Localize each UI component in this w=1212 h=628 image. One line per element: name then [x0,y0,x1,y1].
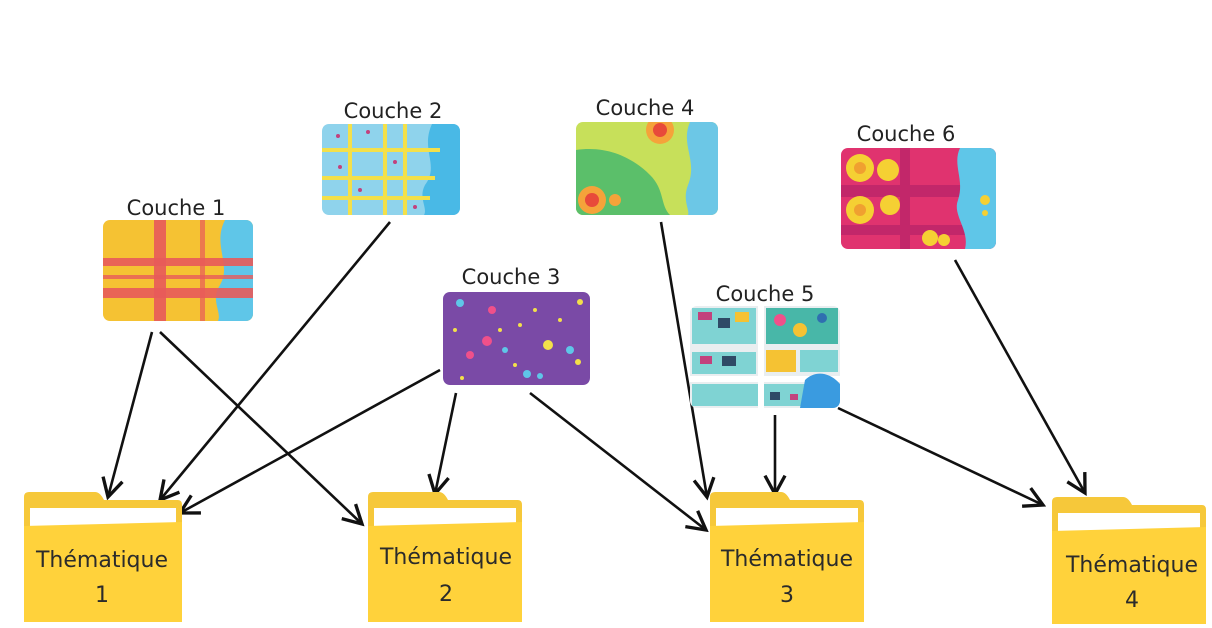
folder-number: 4 [1125,588,1139,613]
layer-couche-1: Couche 1 [103,196,253,321]
layer-label: Couche 3 [462,265,561,289]
link-couche6-thematique4 [953,259,1085,493]
link-couche1-thematique2 [159,331,362,524]
folder-icon [1052,497,1206,624]
layer-label: Couche 4 [596,96,695,120]
folder-title: Thématique [1065,553,1198,578]
folder-number: 3 [780,583,794,608]
folder-icon [710,492,864,622]
link-couche3-thematique1 [180,368,441,513]
link-couche3-thematique3 [529,391,706,530]
road-map-icon [103,220,253,321]
folder-title: Thématique [720,547,853,572]
layer-couche-3: Couche 3 [443,265,590,385]
folder-title: Thématique [35,548,168,573]
link-couche2-thematique1 [160,221,392,500]
layer-couche-6: Couche 6 [841,122,996,249]
layer-couche-4: Couche 4 [576,96,718,215]
layer-couche-2: Couche 2 [322,99,460,215]
city-block-map-icon [690,306,840,408]
folder-icon [24,492,182,622]
layer-label: Couche 1 [127,196,226,220]
link-couche4-thematique3 [659,221,707,497]
folder-number: 2 [439,582,453,607]
street-grid-map-icon [322,124,460,215]
layer-couche-5: Couche 5 [690,282,840,408]
layer-label: Couche 6 [857,122,956,146]
layer-label: Couche 5 [716,282,815,306]
folder-thematique-3[interactable]: Thématique 3 [710,492,864,622]
link-couche1-thematique1 [108,331,154,497]
links [108,221,1085,530]
folder-thematique-2[interactable]: Thématique 2 [368,492,522,622]
link-couche5-thematique4 [837,406,1043,505]
link-couche3-thematique2 [435,392,458,494]
folder-icon [368,492,522,622]
heat-zone-map-icon [576,122,718,215]
folder-thematique-1[interactable]: Thématique 1 [24,492,182,622]
circle-cluster-map-icon [841,148,996,249]
layer-label: Couche 2 [344,99,443,123]
point-scatter-map-icon [443,292,590,385]
folder-number: 1 [95,583,109,608]
folder-thematique-4[interactable]: Thématique 4 [1052,497,1206,624]
folder-title: Thématique [379,545,512,570]
